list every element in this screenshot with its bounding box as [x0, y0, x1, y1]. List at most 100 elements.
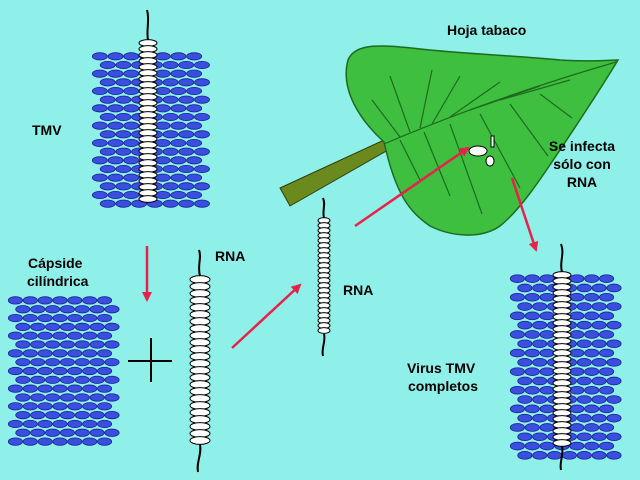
capsomer	[15, 322, 31, 331]
capsomer	[591, 339, 607, 349]
capsomer	[22, 313, 38, 323]
capsomer	[591, 395, 607, 404]
capsomer	[67, 349, 83, 358]
capsomer	[591, 302, 607, 311]
capsomer	[67, 313, 83, 323]
capsomer	[170, 104, 187, 113]
capsomer	[569, 348, 585, 358]
capsomer	[30, 305, 46, 314]
arrows	[142, 146, 539, 349]
capsomer	[91, 69, 108, 78]
capsid	[7, 296, 120, 446]
capsomer	[67, 402, 83, 411]
capsomer	[22, 366, 38, 376]
capsomer	[104, 358, 120, 367]
capsomer	[569, 330, 585, 339]
capsomer	[59, 340, 75, 349]
capsomer	[509, 292, 525, 302]
capsomer	[45, 358, 61, 367]
rna-label-right: RNA	[343, 282, 374, 298]
capsomer	[22, 331, 38, 340]
capsomer	[97, 366, 113, 376]
capsomer	[606, 302, 622, 311]
capsomer	[37, 402, 53, 411]
capsomer	[178, 130, 195, 139]
capsomer	[104, 305, 120, 314]
capsomer	[52, 384, 68, 393]
rna-coil	[189, 436, 211, 445]
capsomer	[186, 156, 203, 165]
capsomer	[37, 296, 53, 305]
capsomer	[37, 349, 53, 358]
capsomer	[107, 86, 124, 96]
arrow-to-rna	[231, 283, 302, 349]
capsomer	[154, 173, 171, 182]
capsomer	[67, 419, 83, 429]
capsomer	[576, 302, 592, 311]
capsomer	[97, 296, 113, 305]
capsomer	[584, 385, 600, 395]
capsomer	[591, 413, 607, 423]
capsomer	[37, 331, 53, 340]
capsomer	[15, 375, 31, 384]
capsomer	[162, 164, 179, 174]
capsomer	[89, 411, 105, 420]
capsomer	[59, 411, 75, 420]
capsomer	[162, 78, 179, 87]
capsomer	[524, 385, 540, 395]
capsomer	[576, 320, 592, 330]
capsomer	[584, 330, 600, 339]
capsomer	[539, 274, 555, 283]
capsomer	[509, 330, 525, 339]
capsomer	[115, 164, 132, 174]
capsomer	[22, 296, 38, 305]
tobacco-leaf	[279, 45, 620, 236]
capsomer	[7, 296, 23, 305]
capsomer	[67, 437, 83, 446]
capsomer	[162, 130, 179, 139]
capsomer	[599, 311, 615, 321]
capsomer	[97, 437, 113, 446]
complete-label-line2: completos	[408, 378, 479, 394]
capsomer	[82, 313, 98, 323]
capsomer	[52, 419, 68, 429]
capsomer	[107, 104, 124, 113]
capsomer	[162, 182, 179, 191]
capsomer	[576, 358, 592, 367]
capsomer	[606, 395, 622, 404]
capsomer	[178, 199, 195, 208]
capsomer	[599, 385, 615, 395]
capsomer	[576, 432, 592, 442]
capsomer	[104, 375, 120, 384]
capsomer	[52, 331, 68, 340]
rna-tail	[559, 445, 564, 471]
capsomer	[115, 95, 132, 104]
capsomer	[91, 173, 108, 182]
capsomer	[599, 441, 615, 451]
capsomer	[74, 322, 90, 331]
capsomer	[52, 313, 68, 323]
capsomer	[99, 60, 116, 70]
capsomer	[99, 182, 116, 191]
capsomer	[97, 313, 113, 323]
capsomer	[97, 349, 113, 358]
capsomer	[91, 156, 108, 165]
capsomer	[59, 305, 75, 314]
capsomer	[52, 366, 68, 376]
capsomer	[7, 402, 23, 411]
capsomer	[584, 292, 600, 302]
capsomer	[532, 283, 548, 293]
capsomer	[123, 69, 140, 78]
capsomer	[178, 60, 195, 70]
capsomer	[517, 395, 533, 404]
capsomer	[104, 322, 120, 331]
capsomer	[59, 428, 75, 437]
capsomer	[606, 320, 622, 330]
capsomer	[606, 432, 622, 442]
infection-spot	[490, 135, 495, 148]
capsomer	[89, 428, 105, 437]
capsomer	[178, 95, 195, 104]
capsomer	[170, 138, 187, 148]
capsomer	[584, 441, 600, 451]
capsomer	[599, 404, 615, 414]
